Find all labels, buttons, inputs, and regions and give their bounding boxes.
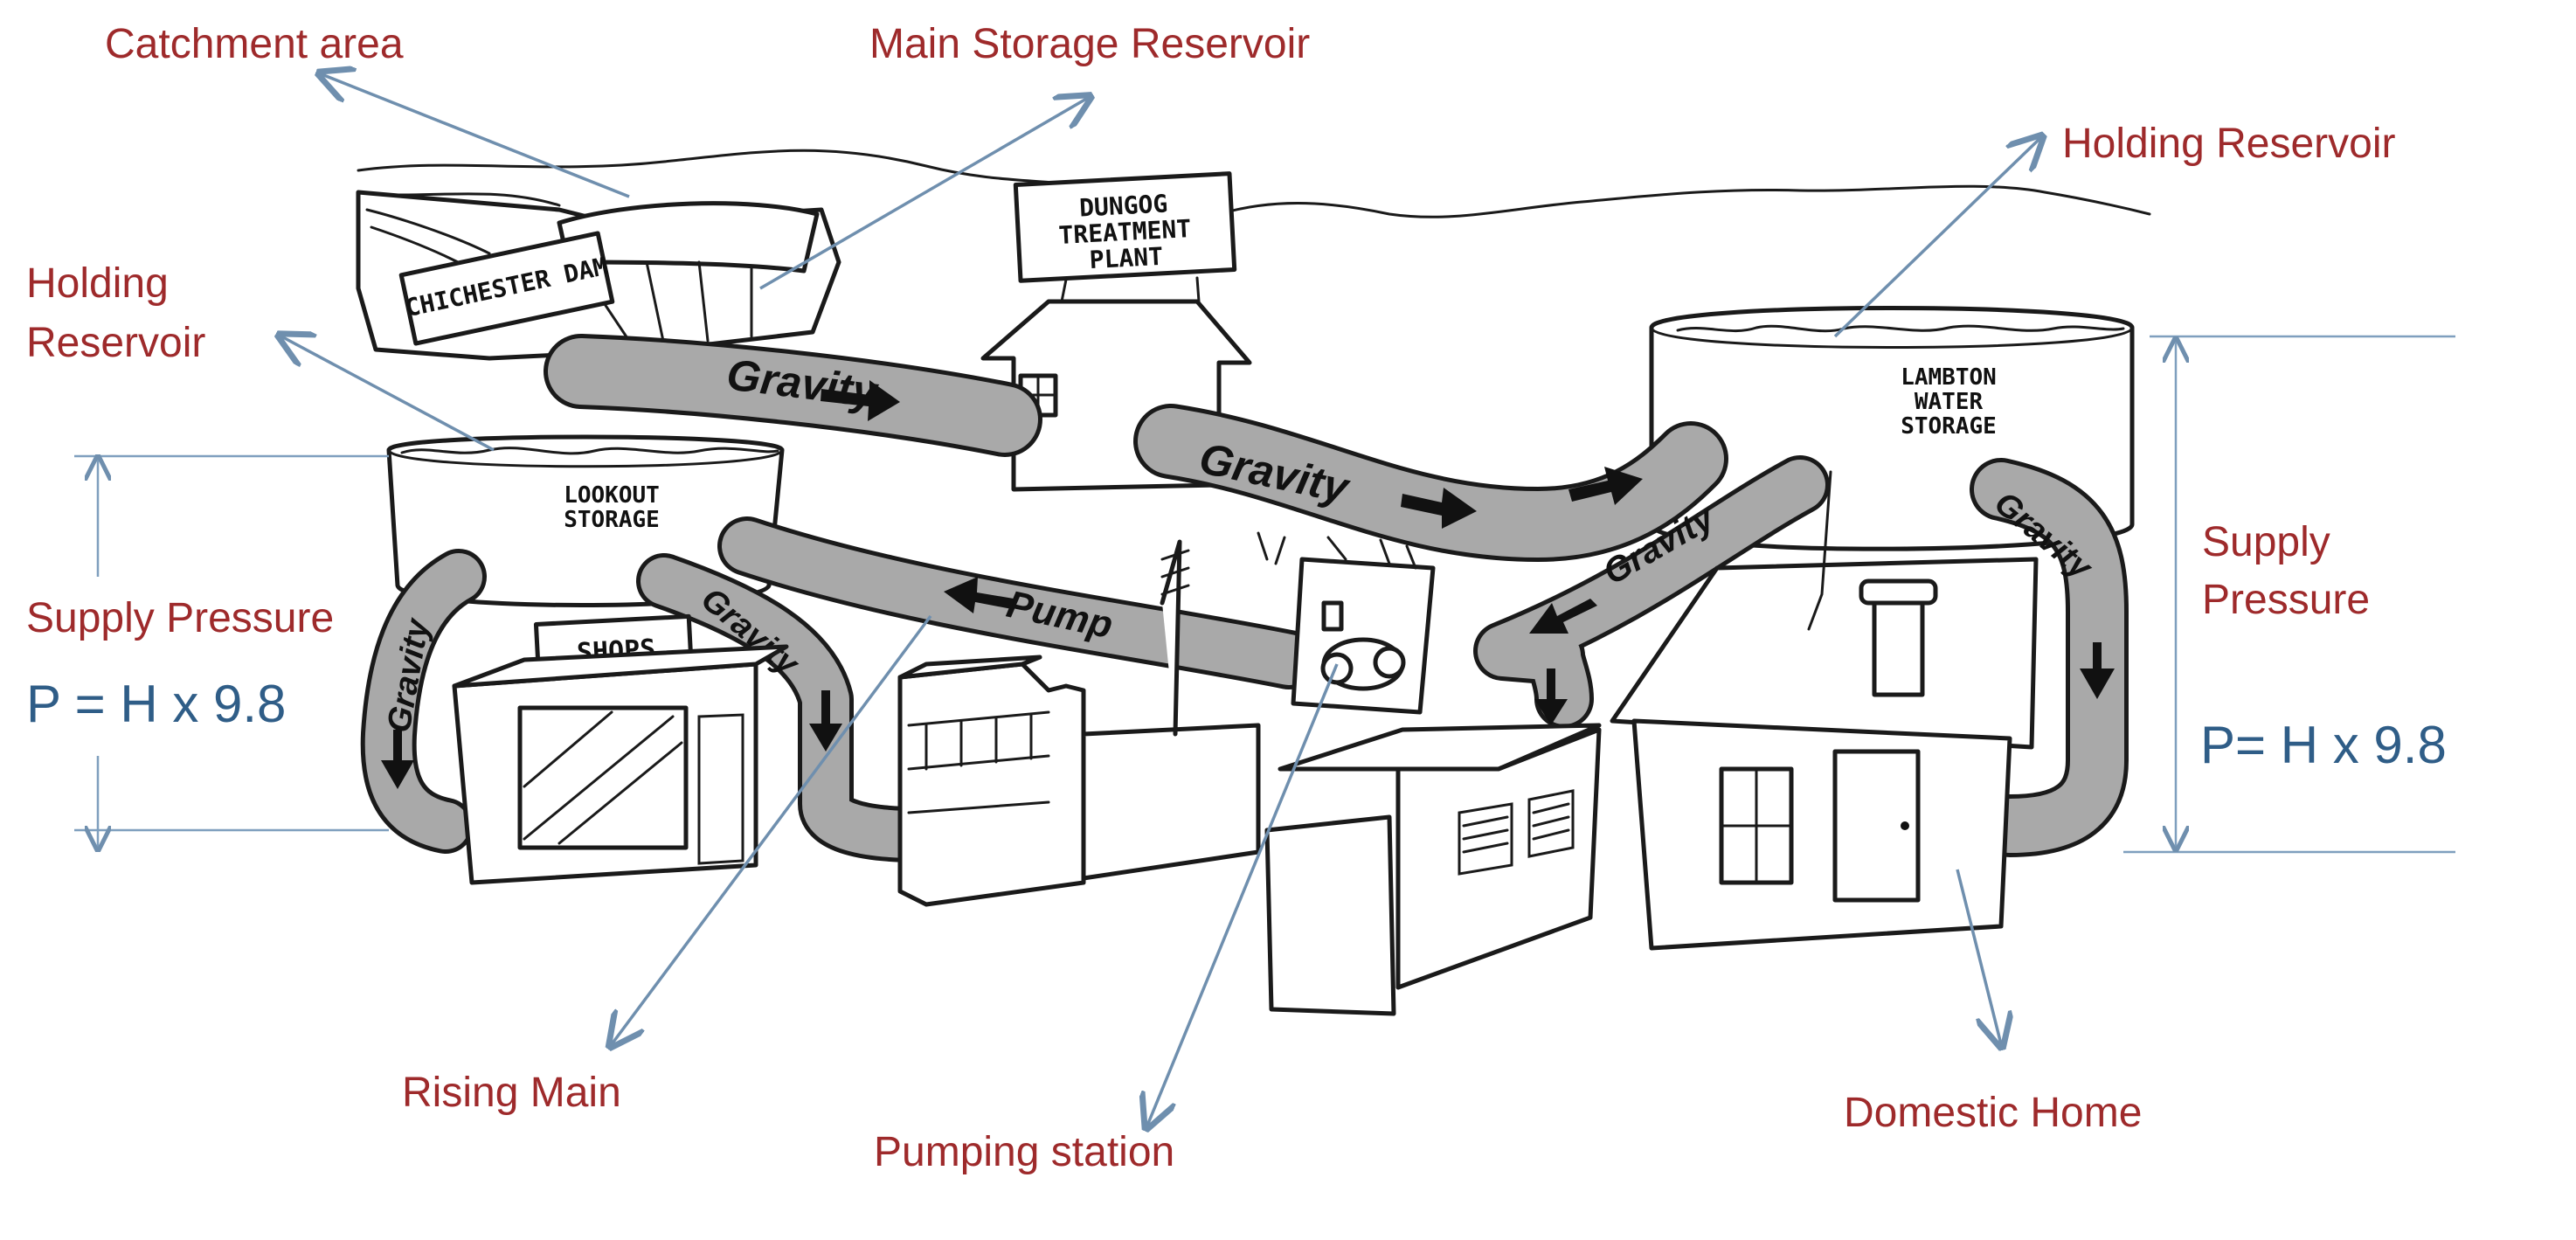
label-domestic-home: Domestic Home (1844, 1090, 2142, 1136)
label-holding-reservoir-right: Holding Reservoir (2062, 121, 2396, 167)
callout-main-storage (759, 98, 1088, 290)
pump-house (897, 539, 1261, 907)
lookout-line2: STORAGE (564, 507, 660, 533)
callout-catchment (322, 74, 630, 198)
lookout-line1: LOOKOUT (564, 482, 660, 509)
shops-building: SHOPS (452, 613, 789, 885)
lambton-line2: WATER (1915, 389, 1984, 415)
label-supply-pressure-left: Supply Pressure (26, 595, 334, 641)
lambton-line1: LAMBTON (1901, 364, 1997, 391)
label-holding-reservoir-left-2: Reservoir (26, 320, 205, 366)
domestic-home (1610, 470, 2039, 951)
label-rising-main: Rising Main (402, 1070, 621, 1116)
label-supply-pressure-right-1: Supply (2202, 519, 2330, 565)
label-pumping-station: Pumping station (874, 1129, 1174, 1175)
treatment-plant: DUNGOG TREATMENT PLANT (980, 171, 1252, 492)
chichester-dam: CHICHESTER DAM (356, 190, 841, 361)
lambton-line3: STORAGE (1901, 413, 1997, 440)
plant-sign-line2: TREATMENT (1058, 214, 1192, 250)
label-holding-reservoir-left-1: Holding (26, 260, 169, 307)
label-supply-pressure-right-2: Pressure (2202, 577, 2370, 623)
label-main-storage-reservoir: Main Storage Reservoir (869, 21, 1310, 67)
pumping-station-machine (1257, 531, 1436, 715)
labels: Catchment area Main Storage Reservoir Ho… (26, 21, 2447, 1175)
flow-arrows (381, 380, 2115, 789)
label-catchment-area: Catchment area (105, 21, 404, 67)
callout-lines (281, 74, 2040, 1126)
callout-domestic-home (1956, 869, 2001, 1044)
pressure-measure-left (74, 456, 389, 848)
plant-sign-line1: DUNGOG (1078, 189, 1168, 222)
pressure-measure-right (2123, 335, 2455, 854)
callout-holding-left (281, 336, 495, 452)
formula-right: P= H x 9.8 (2200, 716, 2447, 774)
callout-holding-right (1833, 138, 2040, 338)
plant-sign-line3: PLANT (1089, 242, 1164, 274)
formula-left: P = H x 9.8 (26, 675, 286, 733)
callout-pumping-station (1147, 663, 1339, 1126)
callout-rising-main (612, 614, 932, 1044)
small-building (1264, 723, 1602, 1016)
